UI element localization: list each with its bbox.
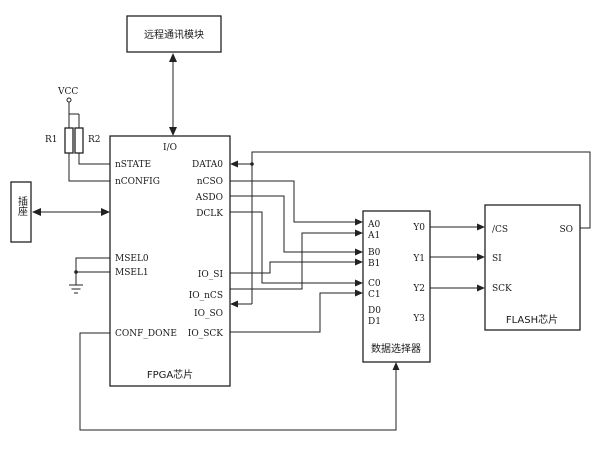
r2-label: R2 (88, 135, 101, 145)
pin-data0: DATA0 (192, 160, 223, 170)
flash-pin-si: SI (492, 254, 502, 264)
pin-io-ncs: IO_nCS (189, 291, 223, 301)
mux-box (362, 210, 431, 363)
wire-conf-done-select (79, 332, 397, 431)
arrow-right-icon (355, 279, 363, 287)
mux-b0: B0 (368, 248, 381, 258)
arrow-left-icon (230, 160, 238, 168)
mux-c1: C1 (368, 290, 381, 300)
mux-a0: A0 (367, 220, 380, 230)
wire-r2-nstate (78, 153, 110, 165)
wire-so-return (251, 151, 591, 304)
junction-dot (250, 162, 254, 166)
mux-y1: Y1 (412, 254, 425, 264)
socket-label-1: 插座 (16, 195, 28, 216)
arrow-down-icon (169, 127, 177, 136)
arrow-right-icon (101, 208, 110, 216)
arrow-right-icon (477, 223, 485, 231)
vcc-terminal-icon (66, 97, 72, 103)
arrow-right-icon (477, 284, 485, 292)
mux-y3: Y3 (412, 314, 425, 324)
arrow-left-icon (32, 208, 41, 216)
wire-asdo-b0 (230, 195, 356, 253)
pin-io-si: IO_SI (198, 270, 224, 280)
mux-y2: Y2 (412, 284, 425, 294)
arrow-up-icon (169, 53, 177, 62)
mux-title: 数据选择器 (371, 342, 421, 355)
pin-conf-done: CONF_DONE (115, 329, 177, 339)
flash-pin-so: SO (559, 225, 573, 235)
pin-io-sck: IO_SCK (188, 329, 223, 339)
pin-nconfig: nCONFIG (115, 177, 160, 187)
mux-d0: D0 (368, 306, 381, 316)
fpga-box (109, 135, 231, 387)
pin-msel1: MSEL1 (115, 268, 149, 278)
arrow-right-icon (355, 289, 363, 297)
resistor-r2 (74, 127, 84, 154)
pin-nstate: nSTATE (115, 160, 151, 170)
mux-d1: D1 (368, 317, 381, 327)
wire-r1-nconfig (68, 153, 110, 182)
wire-iosck-c1 (230, 292, 356, 333)
flash-box (484, 204, 581, 331)
flash-pin-sck: SCK (492, 284, 512, 294)
pin-io-so: IO_SO (194, 309, 223, 319)
flash-title: FLASH芯片 (506, 313, 558, 326)
mux-c0: C0 (368, 279, 381, 289)
pin-msel0: MSEL0 (115, 254, 149, 264)
wire-ncso-a0 (230, 180, 356, 223)
junction-dot (74, 270, 78, 274)
mux-b1: B1 (368, 259, 380, 269)
fpga-title: FPGA芯片 (147, 368, 193, 381)
arrow-right-icon (355, 248, 363, 256)
resistor-r1 (64, 127, 74, 154)
wire-iosi-b1 (230, 261, 356, 274)
pin-dclk: DCLK (196, 209, 223, 219)
remote-module-label: 远程通讯模块 (144, 29, 204, 41)
fpga-io-label: I/O (163, 143, 177, 153)
pin-asdo: ASDO (195, 193, 223, 203)
mux-a1: A1 (367, 231, 380, 241)
wire-dclk-c0 (230, 211, 356, 284)
pin-ncso: nCSO (197, 177, 223, 187)
arrow-left-icon (230, 300, 238, 308)
socket-box (10, 181, 32, 243)
arrow-up-icon (392, 362, 400, 370)
remote-module-box (126, 15, 222, 53)
vcc-label: VCC (57, 87, 78, 97)
arrow-right-icon (477, 253, 485, 261)
mux-y0: Y0 (412, 223, 425, 233)
r1-label: R1 (45, 135, 58, 145)
arrow-right-icon (355, 229, 363, 237)
wire-msel0 (75, 257, 110, 285)
wire-ioncs-a1 (230, 232, 356, 290)
arrow-right-icon (355, 258, 363, 266)
flash-pin-cs: /CS (492, 225, 508, 235)
arrow-right-icon (355, 218, 363, 226)
